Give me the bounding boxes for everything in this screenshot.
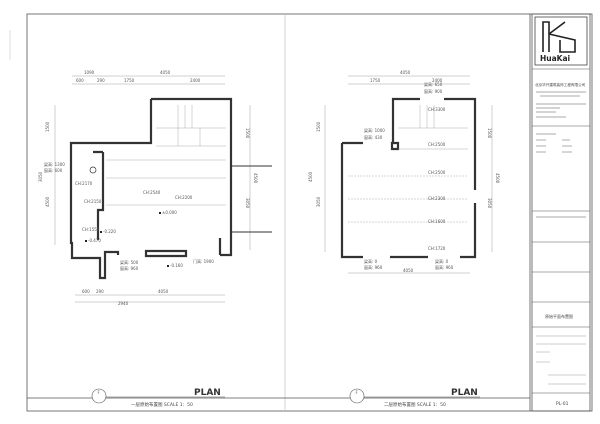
dim-label: 4500: [495, 173, 500, 184]
dim-label: 3050: [487, 198, 492, 209]
level-label: -0.160: [170, 263, 183, 268]
window-label: 梁高: 0: [435, 258, 449, 264]
dim-label: 3050: [316, 196, 321, 207]
dim-label: 2400: [432, 78, 443, 83]
second-floor-plan: 4050 1750 2400 1500 4500 3050 1500 4500 …: [308, 70, 500, 408]
window-label: 梁高: 0: [364, 258, 378, 264]
company-name: 北京华开建筑装饰工程有限公司: [535, 82, 586, 87]
dim-label: 2940: [118, 301, 129, 306]
dim-label: 1750: [124, 78, 135, 83]
window-label: 梁高: 1000: [364, 127, 385, 133]
column-marker: [89, 166, 97, 174]
ceiling-height-label: CH:2200: [175, 195, 193, 200]
dim-label: 4500: [45, 196, 50, 207]
window-label: 窗高: 960: [120, 265, 139, 271]
ceiling-height-label: CH:2540: [143, 190, 161, 195]
plan-heading: PLAN: [194, 388, 221, 398]
dim-label: 4500: [253, 173, 258, 184]
plan-heading: PLAN: [451, 388, 478, 398]
ceiling-height-label: CH:2300: [428, 196, 446, 201]
ceiling-height-label: CH:2150: [84, 199, 102, 204]
plan-title: 一层原始布置图 SCALE 1：50: [131, 401, 193, 408]
level-label: ±0.000: [162, 210, 177, 215]
ceiling-height-label: CH:2500: [428, 142, 446, 147]
dim-label: 1500: [245, 128, 250, 139]
dim-label: 1750: [370, 78, 381, 83]
level-label: -0.220: [103, 229, 116, 234]
dim-label: 4500: [308, 171, 313, 182]
dim-label: 4050: [160, 70, 171, 75]
dim-label: 3050: [245, 198, 250, 209]
ceiling-height-label: CH:2500: [428, 170, 446, 175]
dim-label: 2400: [190, 78, 201, 83]
section-marker: [91, 388, 107, 404]
section-marker: [349, 388, 365, 404]
window-label: 窗高: 900: [424, 88, 443, 94]
drawing-name: 原始平面布置图: [545, 313, 573, 319]
window-label: 窗高: 960: [364, 264, 383, 270]
dim-label: 4050: [400, 70, 411, 75]
first-floor-plan: 1090 4050 600 290 1750 2400 1500 3050 45…: [38, 70, 272, 408]
dim-label: 4050: [158, 289, 169, 294]
dim-label: 290: [97, 78, 105, 83]
ceiling-height-label: CH:1550: [82, 227, 100, 232]
dim-label: 600: [76, 78, 84, 83]
window-label: 窗高: 430: [364, 134, 383, 140]
ceiling-height-label: CH:2170: [75, 181, 93, 186]
window-label: 梁高: 1300: [44, 161, 65, 167]
marker-letter: F: [98, 390, 101, 395]
dim-label: 1500: [316, 121, 321, 132]
title-block: HuaKai 北京华开建筑装饰工程有限公司 原始平面布置图 PL-01: [531, 13, 591, 412]
ceiling-height-label: CH:1720: [428, 246, 446, 251]
ceiling-height-label: CH:1600: [428, 219, 446, 224]
dim-label: 290: [96, 289, 104, 294]
window-label: 梁高: 500: [120, 259, 139, 265]
window-label: 窗高: 960: [435, 264, 454, 270]
logo-text: HuaKai: [540, 54, 570, 63]
dim-label: 600: [82, 289, 90, 294]
dim-label: 1500: [487, 128, 492, 139]
plan-title: 二层原始布置图 SCALE 1：50: [384, 401, 446, 408]
marker-letter: F: [356, 390, 359, 395]
dim-label: 1500: [45, 121, 50, 132]
dim-label: 4050: [403, 268, 414, 273]
window-label: 梁高: 650: [424, 81, 443, 87]
dim-label: 1090: [84, 70, 95, 75]
dim-label: 3050: [38, 171, 43, 182]
window-label: 窗高: 600: [44, 167, 63, 173]
sheet-frame: [26, 13, 593, 412]
window-label: 门高: 1900: [193, 258, 214, 264]
level-label: -0.470: [88, 238, 101, 243]
sheet-number: PL-01: [556, 401, 569, 407]
huakai-logo-icon: [542, 21, 576, 53]
ceiling-height-label: CH:3300: [428, 107, 446, 112]
